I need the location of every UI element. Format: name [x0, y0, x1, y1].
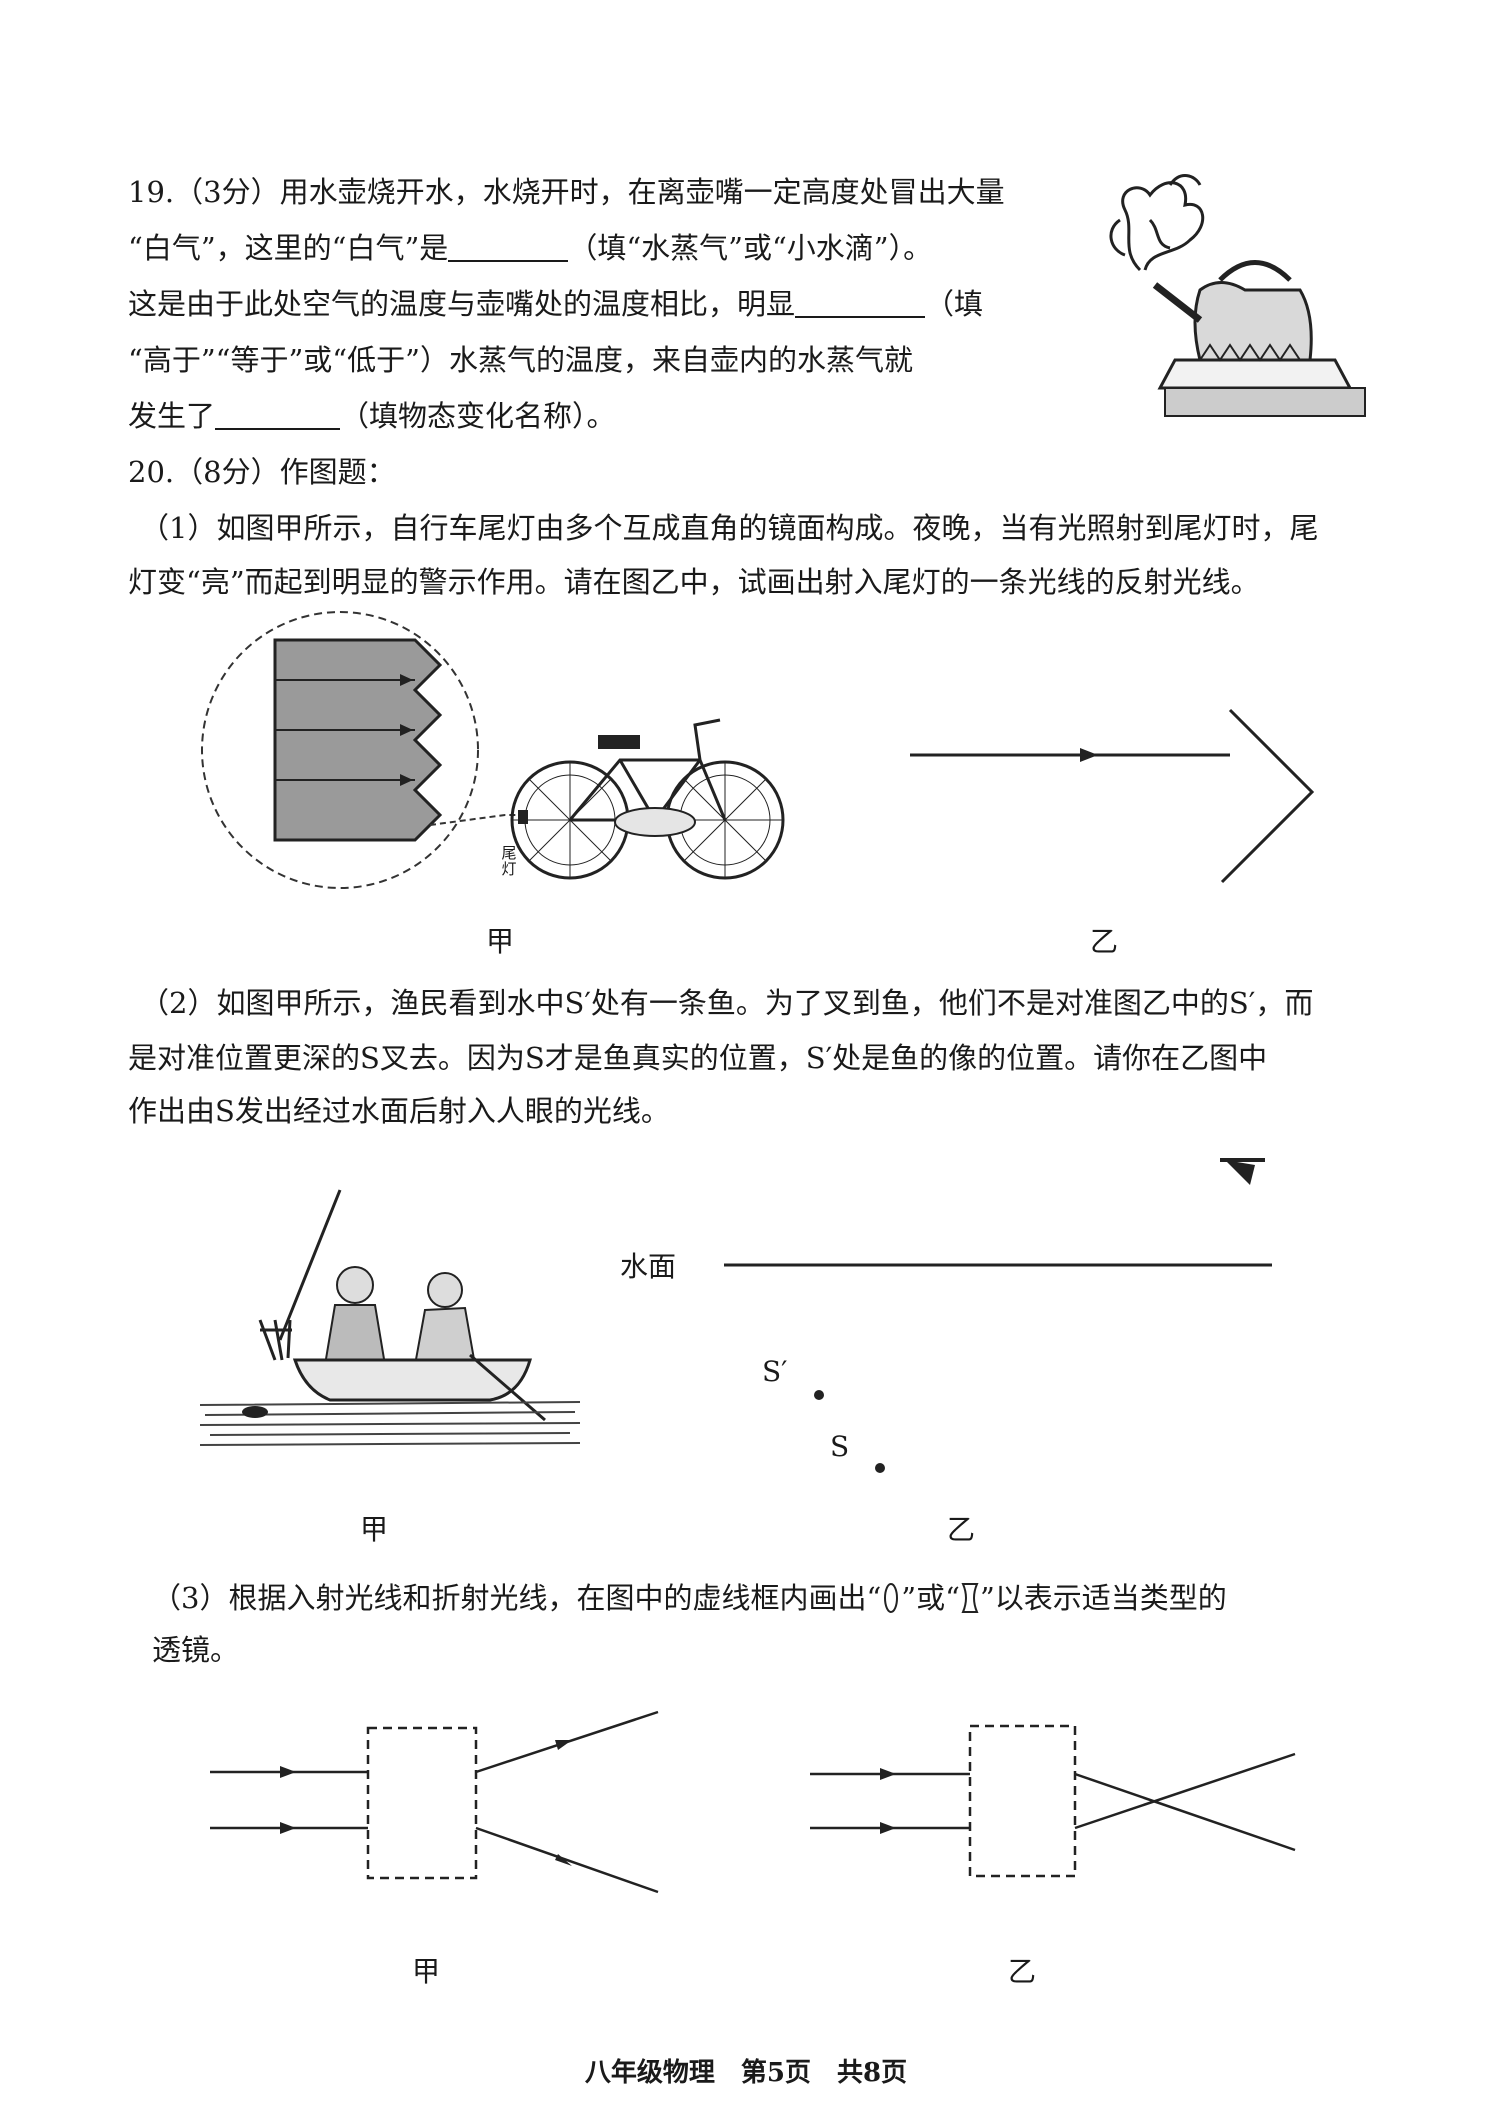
lens-box-diagram-yi [810, 1724, 1296, 1878]
reflection-diagram [910, 708, 1315, 884]
q19-text: 发生了 [128, 399, 216, 433]
figure2-yi-caption: 乙 [947, 1513, 976, 1546]
q19-line-3: 这是由于此处空气的温度与壶嘴处的温度相比，明显 （填 [128, 284, 983, 324]
q20-part3-text: ”以表示适当类型的 [979, 1581, 1227, 1615]
q20-part2-line3: 作出由S发出经过水面后射入人眼的光线。 [128, 1094, 670, 1128]
concave-lens-icon [961, 1583, 979, 1613]
figure2-jia-caption: 甲 [360, 1513, 389, 1546]
taillight-label: 尾灯 [501, 844, 517, 878]
q20-part1-line1: （1）如图甲所示，自行车尾灯由多个互成直角的镜面构成。夜晚，当有光照射到尾灯时，… [140, 511, 1319, 545]
q20-part3-text: ”或“ [901, 1581, 960, 1615]
q20-part3-text: （3）根据入射光线和折射光线，在图中的虚线框内画出“ [152, 1581, 882, 1615]
q20-part2-line2: 是对准位置更深的S叉去。因为S才是鱼真实的位置，S′处是鱼的像的位置。请你在乙图… [128, 1041, 1268, 1075]
q20-part3-line2: 透镜。 [152, 1633, 240, 1667]
q20-part1-line2: 灯变“亮”而起到明显的警示作用。请在图乙中，试画出射入尾灯的一条光线的反射光线。 [128, 565, 1260, 599]
ray-arrowhead [1080, 748, 1098, 762]
q19-text: （填 [925, 287, 984, 321]
dashed-lens-box [366, 1726, 478, 1880]
water-surface-label: 水面 [620, 1250, 677, 1283]
q19-line-1: 19.（3分）用水壶烧开水，水烧开时，在离壶嘴一定高度处冒出大量 [128, 175, 1005, 209]
figure3-jia-caption: 甲 [412, 1955, 441, 1988]
answer-blank-1[interactable] [448, 230, 569, 262]
figure1-yi-caption: 乙 [1090, 925, 1119, 958]
q19-line-4: “高于”“等于”或“低于”）水蒸气的温度，来自壶内的水蒸气就 [128, 343, 913, 377]
bicycle-taillight-figure [201, 611, 785, 889]
s-point [875, 1463, 885, 1473]
q19-text: 这是由于此处空气的温度与壶嘴处的温度相比，明显 [128, 287, 796, 321]
dashed-lens-box [968, 1724, 1077, 1878]
right-angle-mirror [1220, 708, 1315, 884]
s-prime-point [814, 1390, 824, 1400]
q19-text: （填“水蒸气”或“小水滴”）。 [568, 231, 933, 265]
q20-part2-line1: （2）如图甲所示，渔民看到水中S′处有一条鱼。为了叉到鱼，他们不是对准图乙中的S… [140, 986, 1314, 1020]
q19-line-2: “白气”，这里的“白气”是 （填“水蒸气”或“小水滴”）。 [128, 228, 932, 268]
kettle-illustration [1109, 174, 1366, 417]
convex-lens-icon [884, 1583, 899, 1613]
eye-icon [1225, 1160, 1255, 1185]
answer-blank-3[interactable] [215, 398, 341, 430]
figure1-jia-caption: 甲 [486, 925, 515, 958]
q20-title: 20.（8分）作图题： [128, 455, 396, 489]
page-footer: 八年级物理 第5页 共8页 [584, 2058, 908, 2088]
answer-blank-2[interactable] [795, 286, 926, 318]
q19-text: “白气”，这里的“白气”是 [128, 231, 449, 265]
q20-part3-line1: （3）根据入射光线和折射光线，在图中的虚线框内画出“ ”或“ ”以表示适当类型的 [152, 1578, 1227, 1618]
q19-line-5: 发生了 （填物态变化名称）。 [128, 396, 616, 436]
fishermen-boat-figure [199, 1189, 581, 1446]
lens-box-diagram-jia [210, 1710, 659, 1894]
s-prime-label: S′ [762, 1355, 788, 1388]
figure3-yi-caption: 乙 [1008, 1955, 1037, 1988]
fish-image-diagram [724, 1158, 1272, 1473]
s-label: S [830, 1430, 850, 1463]
q19-text: （填物态变化名称）。 [340, 399, 616, 433]
